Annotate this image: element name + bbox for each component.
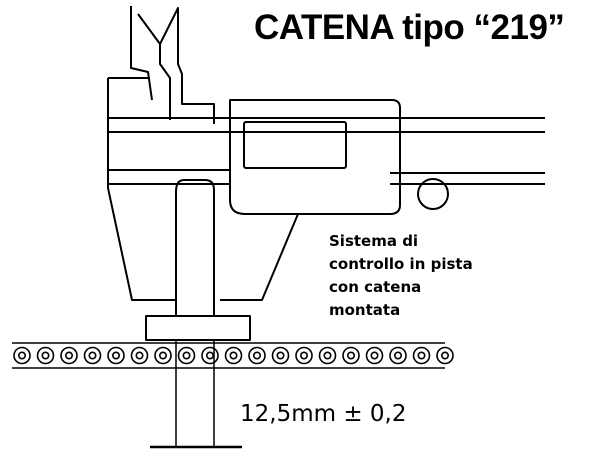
chain-pin (299, 351, 308, 360)
chain-roller (130, 346, 149, 365)
chain-roller (389, 346, 407, 365)
chain-pin (229, 351, 238, 360)
caliper-main-beam (108, 117, 545, 185)
chain-pin (182, 351, 191, 360)
chain-roller (60, 346, 78, 365)
caption-line: con catena (329, 278, 422, 296)
caption-line: Sistema di (329, 232, 419, 250)
chain-pin (135, 351, 144, 360)
chain-roller (13, 346, 31, 365)
chain-pin (65, 351, 74, 360)
chain-pin (346, 351, 355, 360)
chain-pin (417, 351, 426, 360)
diagram-title: CATENA tipo “219” (254, 8, 565, 47)
caption-line: controllo in pista (329, 255, 473, 273)
caption-text: Sistema di controllo in pista con catena… (329, 230, 473, 322)
chain-pin (17, 351, 26, 360)
caliper-thumb-wheel (417, 178, 449, 210)
chain-pin (276, 351, 285, 360)
caliper-fixed-jaw (107, 77, 230, 301)
chain-pin (112, 351, 121, 360)
chain-roller (36, 346, 55, 365)
chain-roller (271, 346, 290, 365)
chain-roller (318, 346, 337, 365)
chain-roller (83, 346, 102, 365)
chain-pin (88, 351, 97, 360)
caliper-upper-jaws (130, 6, 215, 124)
chain-roller (342, 346, 360, 365)
chain-pin (253, 351, 262, 360)
chain-roller (177, 346, 196, 365)
chain-roller (436, 346, 454, 365)
chain-roller (248, 346, 266, 365)
chain-pin (393, 351, 402, 360)
chain-pin (206, 351, 215, 360)
chain-pin (370, 351, 379, 360)
caliper-sliding-jaw (145, 99, 401, 341)
measurement-lines (150, 340, 242, 449)
chain-roller (295, 346, 313, 365)
chain-roller (107, 346, 125, 365)
chain-roller (201, 346, 219, 365)
measurement-label: 12,5mm ± 0,2 (240, 401, 407, 427)
caption-line: montata (329, 301, 401, 319)
chain-roller (224, 346, 243, 365)
chain-pin (440, 351, 449, 360)
chain-roller (365, 346, 384, 365)
chain-pin (41, 351, 50, 360)
roller-chain (12, 342, 454, 369)
chain-roller (154, 346, 172, 365)
chain-roller (412, 346, 431, 365)
chain-pin (159, 351, 168, 360)
chain-pin (323, 351, 332, 360)
